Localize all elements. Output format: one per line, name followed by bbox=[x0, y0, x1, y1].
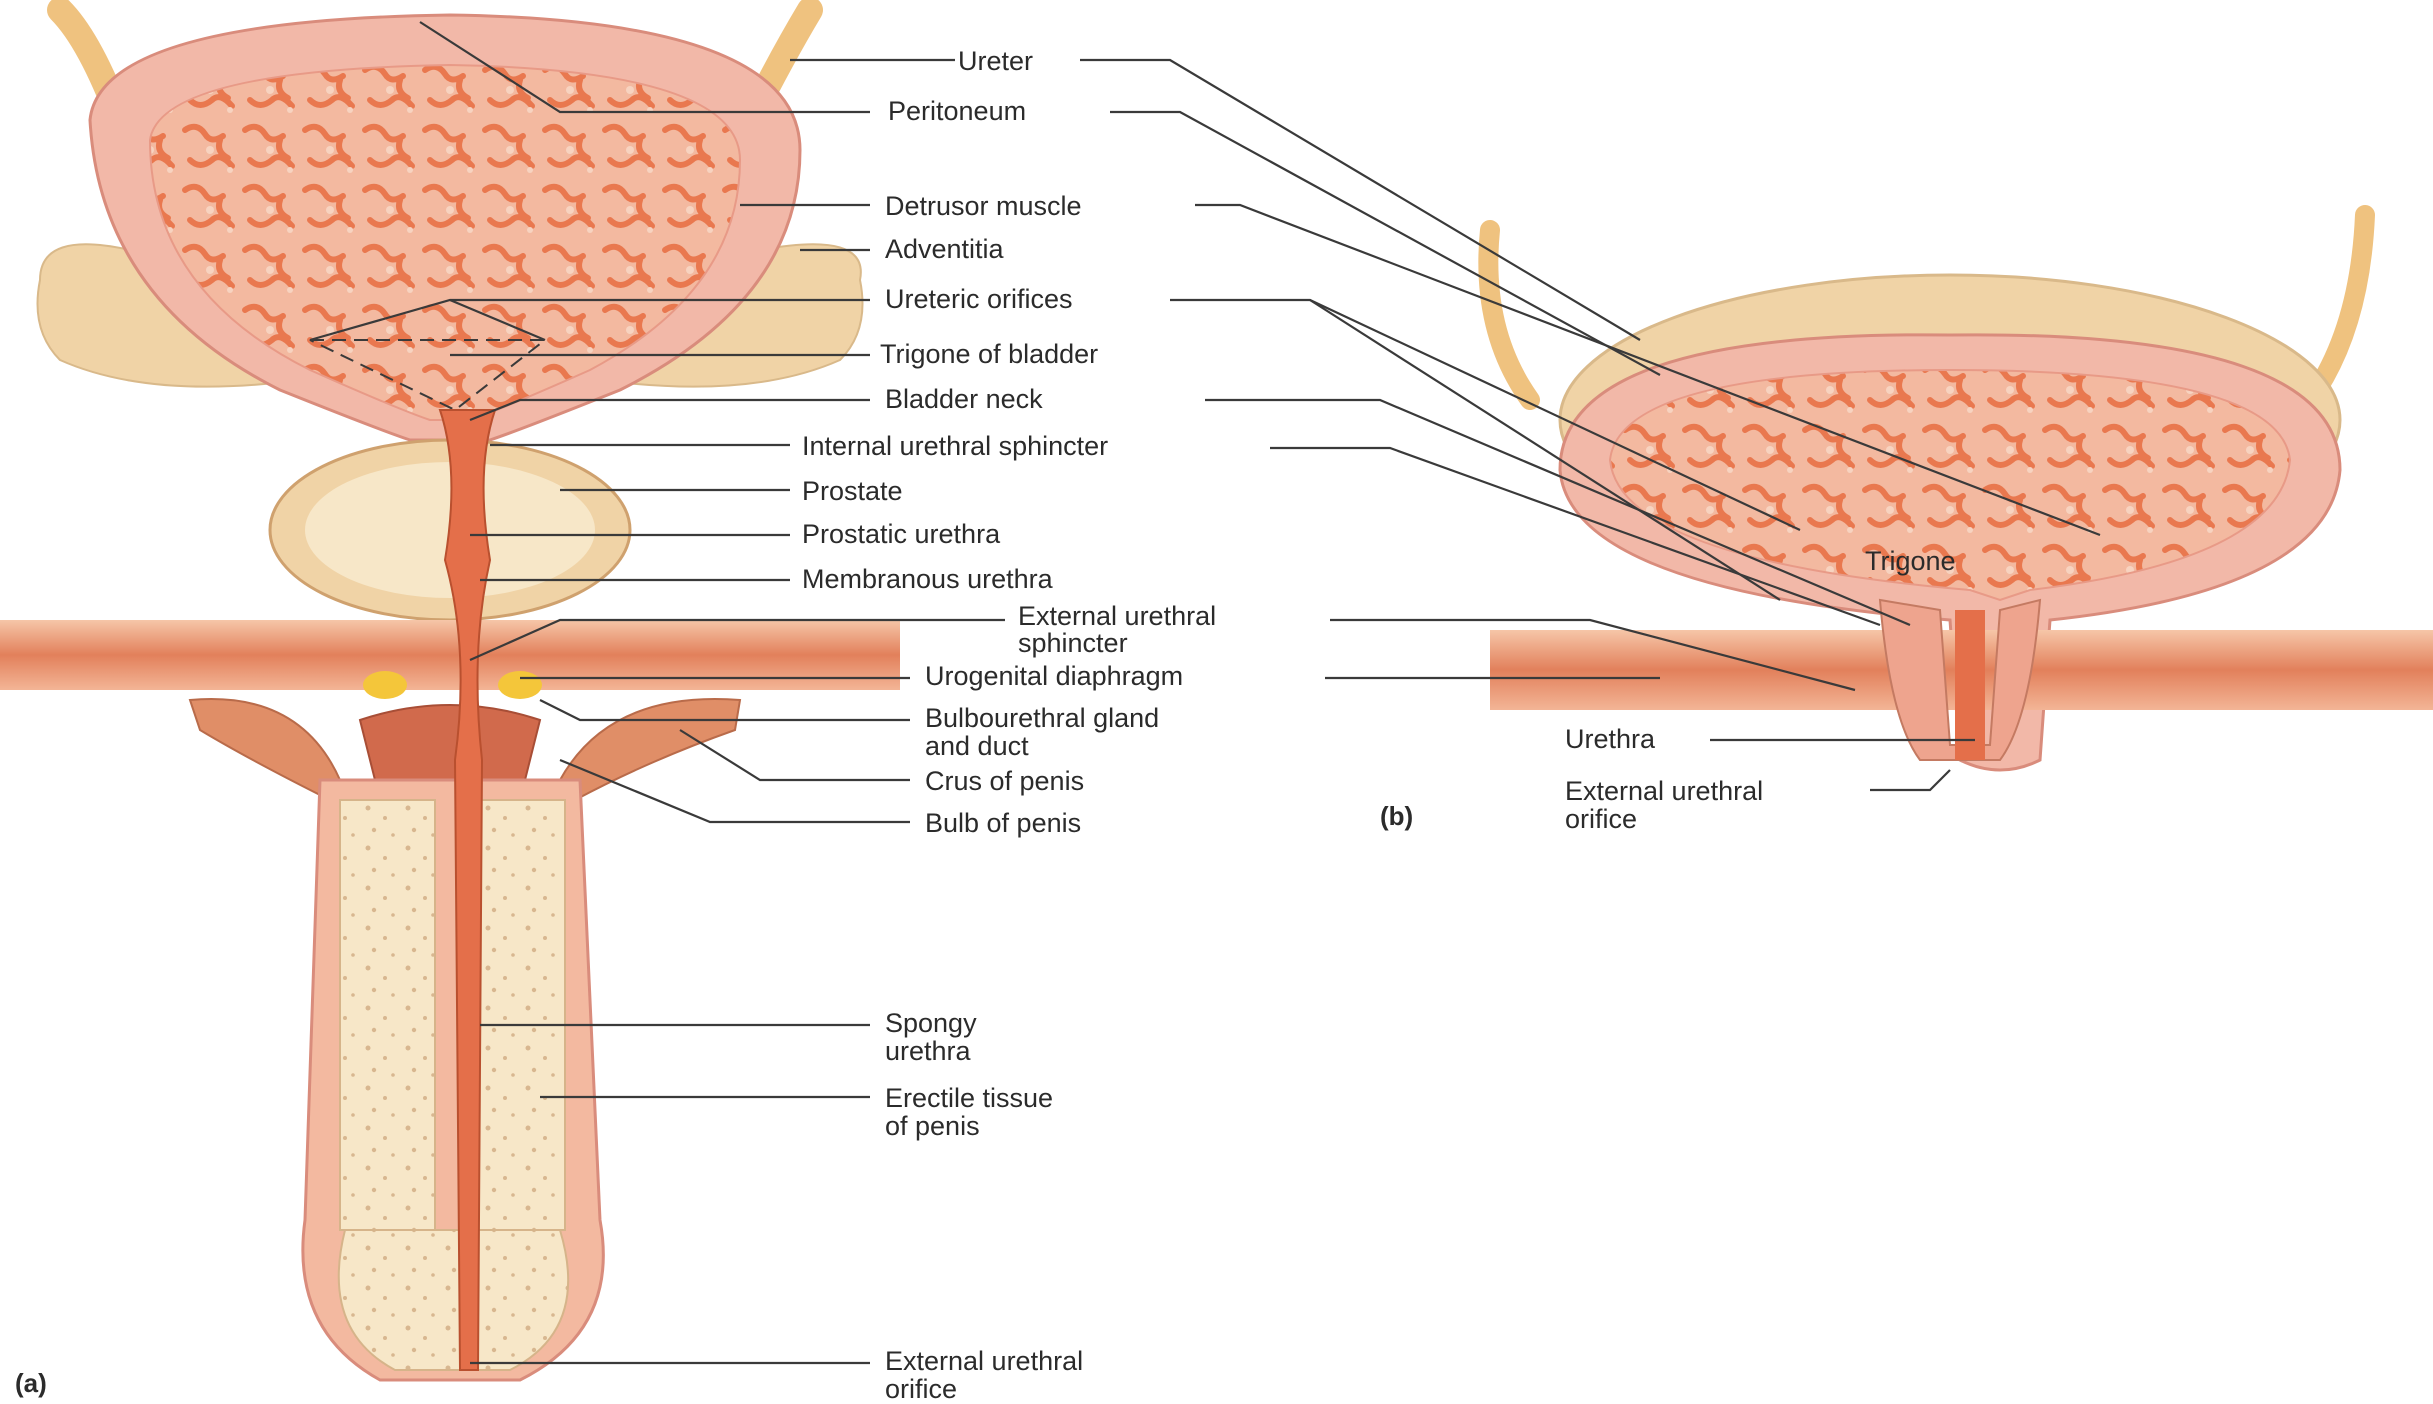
label-external-urethral-orifice-b-1: External urethral bbox=[1565, 776, 1763, 806]
panel-a-illustration bbox=[0, 10, 900, 1380]
label-external-urethral-sphincter-2: sphincter bbox=[1018, 628, 1128, 658]
label-prostatic-urethra: Prostatic urethra bbox=[802, 519, 1001, 549]
label-external-urethral-orifice-a-1: External urethral bbox=[885, 1346, 1083, 1376]
label-ureteric-orifices: Ureteric orifices bbox=[885, 284, 1073, 314]
label-trigone: Trigone bbox=[1865, 546, 1956, 576]
crus-of-penis bbox=[190, 699, 340, 800]
label-prostate: Prostate bbox=[802, 476, 903, 506]
label-bulb-of-penis: Bulb of penis bbox=[925, 808, 1081, 838]
label-erectile-tissue-2: of penis bbox=[885, 1111, 980, 1141]
label-crus-of-penis: Crus of penis bbox=[925, 766, 1084, 796]
label-spongy-urethra-1: Spongy bbox=[885, 1008, 977, 1038]
label-bladder-neck: Bladder neck bbox=[885, 384, 1043, 414]
glans bbox=[339, 1230, 568, 1370]
label-urethra: Urethra bbox=[1565, 724, 1656, 754]
label-bulbourethral-1: Bulbourethral gland bbox=[925, 703, 1159, 733]
label-external-urethral-orifice-a-2: orifice bbox=[885, 1374, 957, 1404]
panel-b-illustration bbox=[1488, 215, 2433, 770]
label-external-urethral-orifice-b-2: orifice bbox=[1565, 804, 1637, 834]
label-urogenital-diaphragm: Urogenital diaphragm bbox=[925, 661, 1183, 691]
label-spongy-urethra-2: urethra bbox=[885, 1036, 972, 1066]
label-ureter: Ureter bbox=[958, 46, 1033, 76]
panel-label-a: (a) bbox=[15, 1368, 47, 1398]
label-peritoneum: Peritoneum bbox=[888, 96, 1026, 126]
label-erectile-tissue-1: Erectile tissue bbox=[885, 1083, 1053, 1113]
erectile-tissue-left bbox=[340, 800, 435, 1230]
label-trigone-of-bladder: Trigone of bladder bbox=[880, 339, 1098, 369]
erectile-tissue-right bbox=[470, 800, 565, 1230]
label-detrusor-muscle: Detrusor muscle bbox=[885, 191, 1082, 221]
label-internal-urethral-sphincter: Internal urethral sphincter bbox=[802, 431, 1108, 461]
urogenital-diaphragm bbox=[0, 620, 900, 690]
label-adventitia: Adventitia bbox=[885, 234, 1005, 264]
panel-label-b: (b) bbox=[1380, 801, 1413, 831]
label-bulbourethral-2: and duct bbox=[925, 731, 1029, 761]
label-external-urethral-sphincter-1: External urethral bbox=[1018, 601, 1216, 631]
label-membranous-urethra: Membranous urethra bbox=[802, 564, 1054, 594]
